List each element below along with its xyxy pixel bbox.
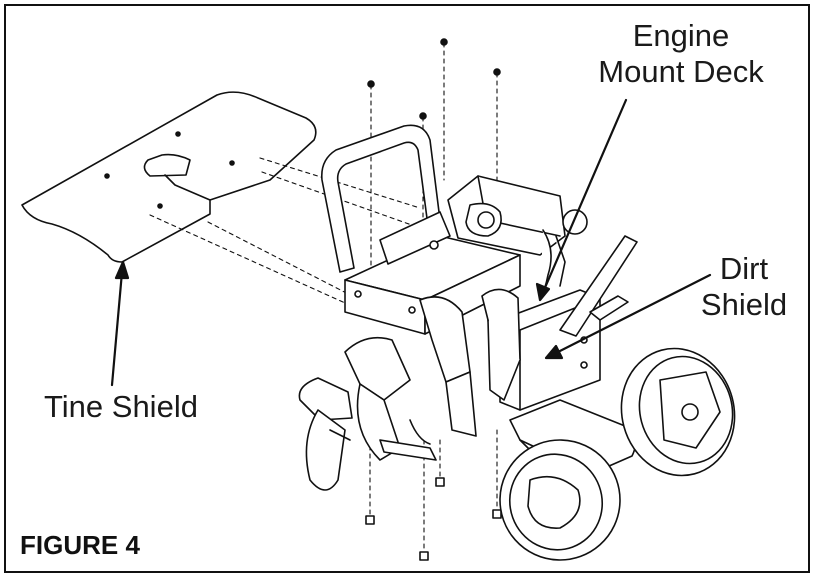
leader-arrows [110,98,712,387]
engine [447,175,588,301]
right-wheel [620,347,736,477]
dirt-shield-arrowhead [544,344,564,360]
tine-shield-label: Tine Shield [44,389,198,424]
tine-shield-alignment-lines [149,157,441,313]
figure-caption: FIGURE 4 [20,530,140,560]
engine-mount-deck-label-line-2: Mount Deck [598,54,764,89]
dirt-shield-label-line-1: Dirt [719,251,769,286]
engine-mount-deck-label-line-1: Engine [632,18,730,53]
dirt-shield-label-line-2: Shield [700,287,788,322]
top-bolts [367,38,501,120]
engine-mount-deck-leader [542,98,628,292]
tines [298,288,521,491]
figure-frame [4,4,810,573]
engine-mount-deck-label: Engine Mount Deck [586,18,776,90]
dirt-shield-label: Dirt Shield [694,251,794,323]
wheel-bracket [559,235,638,337]
dirt-shield-leader [554,273,712,355]
bottom-bolts [365,477,502,561]
tine-shield-arrowhead [114,260,130,280]
tine-shield [21,91,317,263]
engine-mount-deck-arrowhead [535,282,551,302]
left-wheel [499,439,621,561]
tine-shield-leader [110,270,124,387]
